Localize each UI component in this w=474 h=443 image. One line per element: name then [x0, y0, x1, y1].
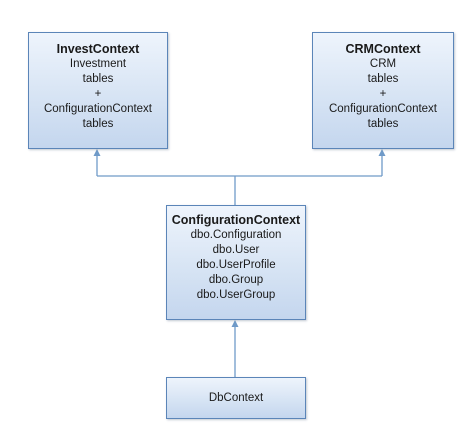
invest-context-box: InvestContext Investment tables + Config…: [28, 32, 168, 149]
configuration-context-table: dbo.Group: [208, 274, 264, 286]
arrowhead-config-icon: [231, 320, 239, 327]
configuration-context-table: dbo.Configuration: [190, 229, 282, 241]
arrowhead-invest-icon: [93, 149, 101, 156]
configuration-context-table: dbo.UserGroup: [196, 289, 276, 301]
crm-context-box: CRMContext CRM tables + ConfigurationCon…: [312, 32, 454, 149]
invest-context-line: tables: [82, 73, 114, 85]
invest-context-line: tables: [82, 118, 114, 130]
crm-context-line: CRM: [369, 58, 397, 70]
configuration-context-table: dbo.User: [212, 244, 260, 256]
configuration-context-table: dbo.UserProfile: [196, 259, 276, 271]
crm-context-line: +: [379, 88, 387, 100]
invest-context-line: ConfigurationContext: [43, 103, 153, 115]
configuration-context-box: ConfigurationContext dbo.Configuration d…: [166, 205, 306, 320]
db-context-box: DbContext: [166, 377, 306, 419]
invest-context-title: InvestContext: [56, 42, 140, 56]
invest-context-line: Investment: [69, 58, 127, 70]
crm-context-title: CRMContext: [345, 42, 421, 56]
db-context-title: DbContext: [208, 391, 264, 404]
configuration-context-title: ConfigurationContext: [171, 213, 301, 227]
crm-context-line: tables: [367, 73, 399, 85]
invest-context-line: +: [94, 88, 102, 100]
arrowhead-crm-icon: [378, 149, 386, 156]
crm-context-line: ConfigurationContext: [328, 103, 438, 115]
crm-context-line: tables: [367, 118, 399, 130]
